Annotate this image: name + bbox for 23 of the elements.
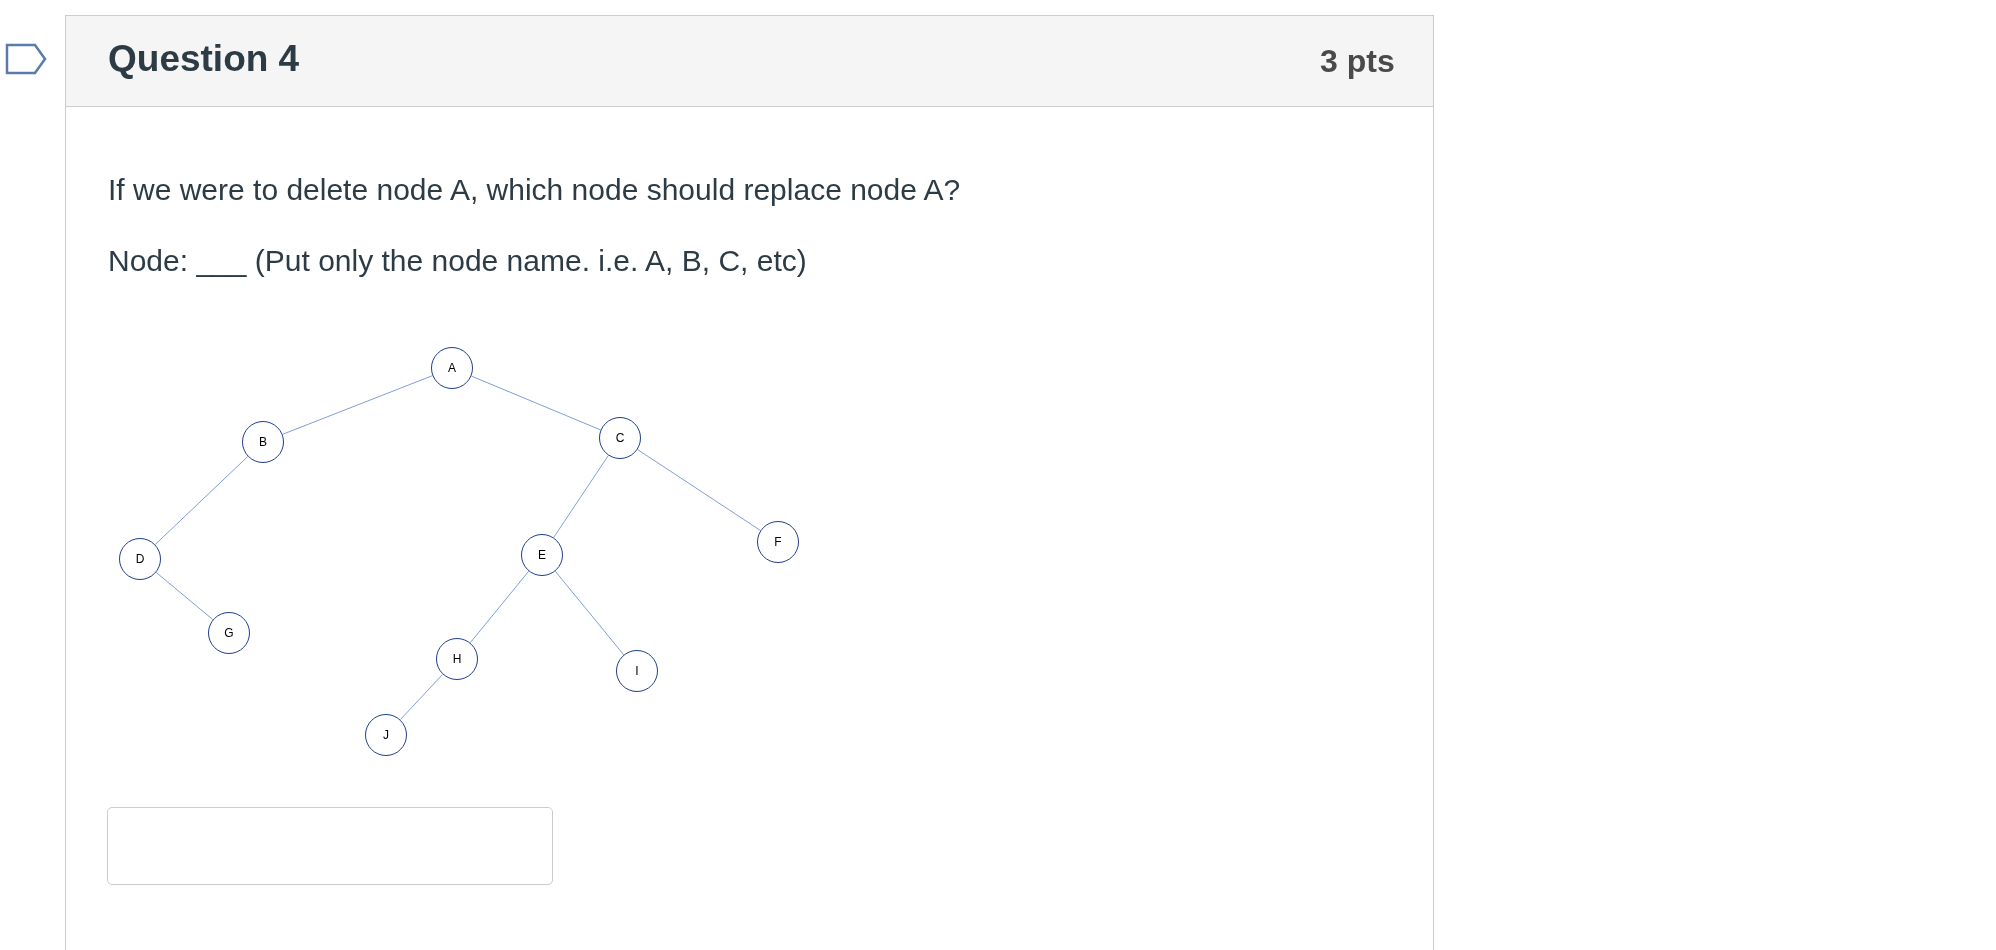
question-title: Question 4 xyxy=(108,38,300,80)
tree-node-circle: J xyxy=(365,714,407,756)
tree-node-circle: H xyxy=(436,638,478,680)
connector-line xyxy=(470,375,602,431)
tree-node-circle: A xyxy=(431,347,473,389)
connector-line xyxy=(154,455,249,546)
tree-node-circle: G xyxy=(208,612,250,654)
connector-line xyxy=(637,449,761,531)
connector-line xyxy=(155,571,214,621)
connector-line xyxy=(282,375,433,435)
connector-line xyxy=(554,570,625,656)
tree-node-circle: B xyxy=(242,421,284,463)
question-text: If we were to delete node A, which node should replace node A? xyxy=(108,173,961,207)
tree-node-circle: D xyxy=(119,538,161,580)
instruction-text: Node: ___ (Put only the node name. i.e. A, B, C, etc) xyxy=(108,244,807,278)
tree-node-circle: I xyxy=(616,650,658,692)
tree-node-circle: F xyxy=(757,521,799,563)
tree-node-circle: C xyxy=(599,417,641,459)
connector-line xyxy=(553,454,609,539)
connector-line xyxy=(469,570,530,644)
connector-line xyxy=(399,673,444,721)
points-label: 3 pts xyxy=(1320,43,1395,80)
tree-node-circle: E xyxy=(521,534,563,576)
